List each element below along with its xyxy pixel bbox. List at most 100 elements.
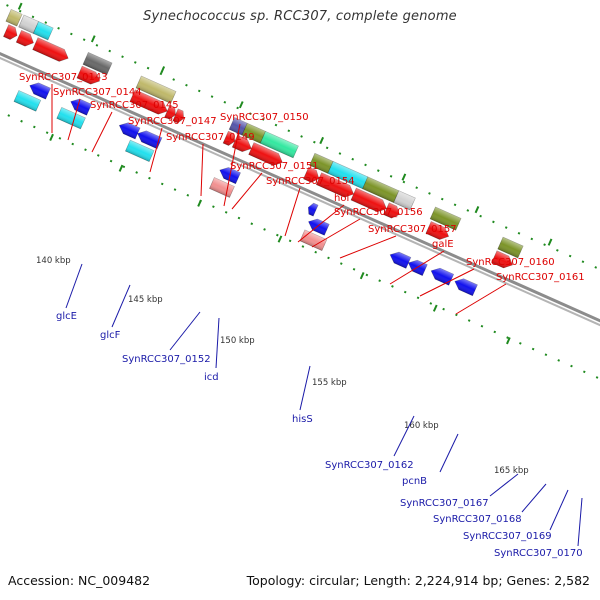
major-tick: [432, 304, 438, 312]
major-tick: [49, 133, 54, 141]
tick-dot: [313, 140, 316, 144]
reverse-gene-arrow: [125, 139, 155, 163]
tick-dot: [236, 106, 239, 110]
tick-dot: [45, 131, 49, 134]
genome-summary-text: Topology: circular; Length: 2,224,914 bp…: [246, 573, 590, 588]
tick-dot: [44, 21, 48, 24]
tick-dot: [504, 226, 508, 229]
tick-dot: [556, 249, 559, 252]
reverse-gene-arrow: [454, 278, 478, 297]
tick-dot: [327, 256, 330, 260]
forward-gene-arrow: [172, 108, 185, 124]
forward-gene-arrow: [497, 236, 524, 259]
major-tick: [506, 337, 511, 345]
leader-line: [91, 111, 113, 153]
reverse-gene-arrow: [389, 251, 412, 269]
tick-dot: [20, 119, 23, 123]
scale-label: 140 kbp: [36, 256, 71, 266]
tick-dot: [389, 174, 393, 178]
tick-dot: [402, 180, 406, 184]
reverse-gene-label: hisS: [292, 414, 313, 425]
tick-dot: [544, 353, 548, 357]
tick-dot: [530, 237, 534, 241]
forward-gene-arrow: [76, 65, 101, 85]
tick-dot: [442, 307, 445, 311]
tick-dot: [57, 26, 60, 30]
tick-dot: [492, 220, 495, 224]
tick-dot: [479, 214, 482, 218]
tick-dot: [429, 302, 433, 305]
tick-dot: [95, 44, 99, 47]
tick-dot: [517, 231, 521, 235]
leader-line: [455, 283, 507, 315]
forward-gene-arrow: [383, 202, 400, 219]
leader-line: [489, 473, 519, 497]
tick-dot: [365, 273, 369, 277]
major-tick: [160, 66, 166, 74]
tick-dot: [96, 154, 100, 157]
tick-dot: [71, 142, 75, 146]
leader-line: [339, 235, 397, 259]
tick-dot: [351, 157, 355, 161]
tick-dot: [109, 159, 113, 163]
map-title: Synechococcus sp. RCC307, complete genom…: [143, 9, 457, 24]
forward-gene-label: SynRCC307_0160: [466, 257, 555, 268]
tick-dot: [7, 114, 11, 117]
leader-line: [231, 172, 263, 210]
tick-dot: [212, 205, 215, 208]
leader-line: [223, 123, 241, 207]
tick-dot: [250, 222, 254, 226]
major-tick: [401, 173, 407, 181]
leader-line: [311, 218, 361, 248]
forward-gene-arrow: [5, 8, 23, 27]
tick-dot: [325, 146, 329, 150]
tick-dot: [274, 123, 278, 127]
tick-dot: [376, 169, 380, 172]
tick-dot: [519, 342, 522, 345]
tick-dot: [263, 228, 266, 231]
reverse-gene-label: glcE: [56, 311, 77, 322]
tick-dot: [133, 61, 137, 64]
tick-dot: [224, 211, 228, 214]
reverse-gene-arrow: [118, 122, 141, 140]
tick-dot: [594, 266, 598, 269]
reverse-gene-label: SynRCC307_0169: [463, 531, 552, 542]
tick-dot: [276, 233, 279, 237]
leader-line: [577, 497, 583, 547]
scale-label: 160 kbp: [404, 421, 439, 431]
tick-dot: [160, 182, 164, 186]
forward-gene-label: galE: [432, 239, 454, 250]
forward-gene-arrow: [129, 89, 168, 115]
forward-gene-label: SynRCC307_0150: [220, 112, 309, 123]
forward-gene-label: SynRCC307_0149: [166, 132, 255, 143]
forward-gene-arrow: [315, 172, 355, 198]
major-tick: [277, 235, 283, 243]
reverse-gene-arrow: [56, 106, 86, 130]
reverse-gene-label: pcnB: [402, 476, 427, 487]
forward-gene-arrow: [248, 142, 283, 166]
tick-dot: [108, 49, 112, 53]
tick-dot: [416, 296, 420, 300]
tick-dot: [453, 203, 457, 207]
major-tick: [90, 35, 96, 43]
leader-line: [393, 415, 415, 457]
leader-line: [67, 98, 81, 141]
tick-dot: [581, 260, 585, 264]
reverse-gene-arrow: [308, 202, 319, 217]
tick-dot: [210, 95, 214, 98]
reverse-gene-label: glcF: [100, 330, 121, 341]
reverse-gene-arrow: [137, 130, 163, 150]
tick-dot: [6, 4, 9, 7]
leader-line: [215, 317, 220, 369]
forward-gene-label: SynRCC307_0157: [368, 224, 457, 235]
forward-gene-arrow: [32, 21, 54, 41]
tick-dot: [466, 209, 470, 212]
tick-dot: [531, 347, 535, 351]
tick-dot: [172, 78, 175, 81]
leader-line: [389, 250, 445, 285]
backbone-line: [0, 31, 600, 359]
leader-line: [299, 365, 311, 411]
tick-dot: [288, 239, 292, 243]
leader-line: [149, 127, 163, 173]
scale-label: 150 kbp: [220, 336, 255, 346]
